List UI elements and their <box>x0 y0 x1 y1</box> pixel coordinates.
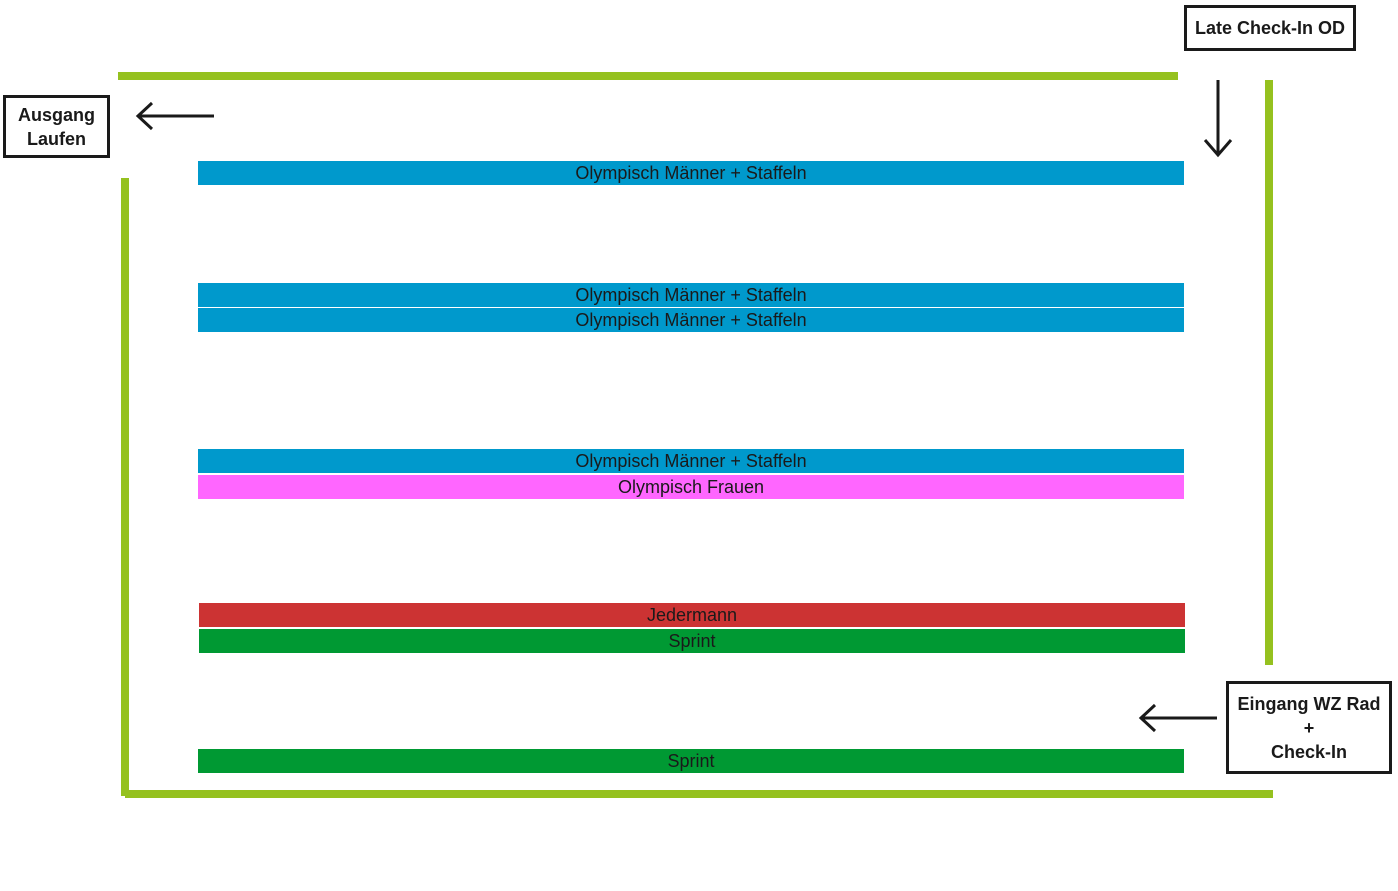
rack-olympisch-maenner-3: Olympisch Männer + Staffeln <box>198 308 1184 332</box>
arrow-left-icon <box>1138 703 1217 733</box>
fence-bottom <box>125 790 1273 798</box>
entry-line3: Check-In <box>1270 741 1348 762</box>
rack-olympisch-maenner-4: Olympisch Männer + Staffeln <box>198 449 1184 473</box>
rack-sprint-2: Sprint <box>198 749 1184 773</box>
rack-jedermann: Jedermann <box>199 603 1185 627</box>
rack-olympisch-maenner-2: Olympisch Männer + Staffeln <box>198 283 1184 307</box>
late-checkin-text: Late Check-In OD <box>1194 18 1346 38</box>
late-checkin-label: Late Check-In OD <box>1184 5 1356 51</box>
entry-line1: Eingang WZ Rad <box>1237 693 1381 714</box>
rack-olympisch-maenner-1: Olympisch Männer + Staffeln <box>198 161 1184 185</box>
exit-run-line1: Ausgang <box>17 104 95 125</box>
fence-top <box>118 72 1178 80</box>
entry-line2: + <box>1303 717 1315 738</box>
exit-run-line2: Laufen <box>26 128 86 149</box>
rack-sprint-1: Sprint <box>199 629 1185 653</box>
fence-right <box>1265 80 1273 665</box>
arrow-down-icon <box>1203 80 1233 158</box>
fence-left <box>121 178 129 796</box>
arrow-left-icon <box>135 101 214 131</box>
entry-label: Eingang WZ Rad + Check-In <box>1226 681 1392 774</box>
rack-olympisch-frauen: Olympisch Frauen <box>198 475 1184 499</box>
exit-run-label: Ausgang Laufen <box>3 95 110 158</box>
